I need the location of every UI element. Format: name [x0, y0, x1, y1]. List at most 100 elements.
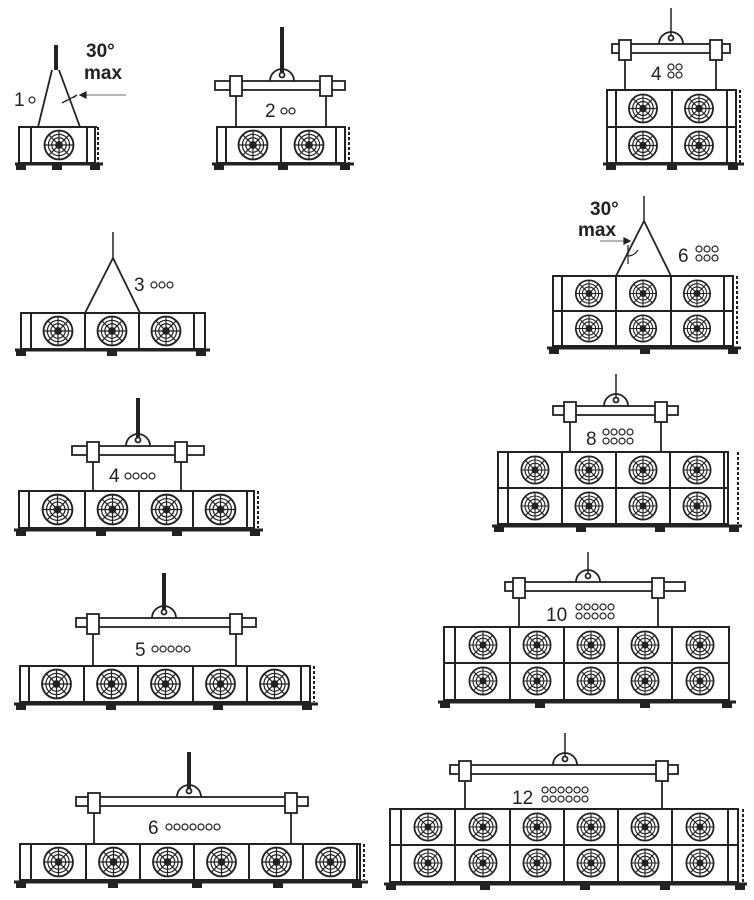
angle-value: 30°: [590, 199, 619, 220]
angle-value: 30°: [86, 41, 115, 62]
unit-body: [18, 490, 259, 529]
fan-icon: [682, 314, 712, 343]
fan-count-dots: [165, 823, 221, 831]
unit-body: [443, 626, 730, 701]
fan-count-dots: [575, 603, 615, 620]
unit-base: [212, 162, 354, 170]
fan-icon: [576, 630, 606, 660]
config-6-stacked: 30° max 6: [547, 196, 741, 354]
config-5: 5: [14, 573, 318, 710]
fan-icon: [43, 129, 75, 161]
fan-icon: [522, 666, 552, 696]
unit-base: [603, 162, 744, 170]
config-8: 8: [492, 374, 742, 532]
fan-icon: [96, 493, 129, 526]
fan-count-dots: [280, 107, 296, 115]
config-number: 2: [265, 101, 276, 122]
lifting-sling: [37, 45, 81, 128]
angle-max: max: [578, 220, 616, 241]
unit-base: [15, 162, 103, 170]
fan-count-dots: [667, 63, 683, 79]
config-number: 6: [678, 246, 689, 267]
fan-icon: [520, 455, 550, 485]
fan-icon: [628, 314, 658, 343]
fan-icon: [685, 812, 715, 842]
angle-marker: [600, 237, 639, 264]
unit-body: [606, 89, 741, 164]
fan-icon: [41, 668, 72, 700]
fan-icon: [468, 630, 498, 660]
fan-icon: [468, 812, 498, 842]
spreader-beam: [449, 733, 679, 809]
fan-icon: [630, 630, 660, 660]
config-4-row: 4: [14, 398, 263, 536]
fan-icon: [685, 848, 715, 878]
fan-icon: [522, 630, 552, 660]
config-6-row: 6: [14, 752, 368, 888]
fan-icon: [628, 279, 658, 308]
fan-icon: [96, 668, 127, 700]
fan-icon: [468, 848, 498, 878]
fan-count-dots: [150, 281, 174, 289]
fan-icon: [237, 129, 269, 161]
config-3: 3: [15, 232, 210, 356]
lifting-sling: [615, 196, 672, 277]
config-number: 4: [109, 466, 120, 487]
fan-icon: [42, 315, 74, 347]
fan-count-dots: [695, 245, 719, 262]
fan-icon: [150, 493, 183, 526]
angle-marker: [61, 91, 126, 104]
spreader-beam: [214, 27, 346, 127]
fan-icon: [574, 455, 604, 485]
fan-count-dots: [28, 96, 36, 104]
fan-count-dots: [124, 472, 156, 480]
config-2: 2: [212, 27, 354, 170]
fan-icon: [315, 846, 346, 878]
fan-icon: [574, 279, 604, 308]
fan-icon: [630, 848, 660, 878]
unit-base: [492, 524, 742, 532]
spreader-beam: [71, 398, 205, 491]
fan-icon: [627, 130, 659, 161]
fan-icon: [682, 455, 712, 485]
fan-icon: [259, 668, 290, 700]
fan-icon: [682, 279, 712, 308]
spreader-beam: [552, 374, 679, 452]
config-number: 4: [651, 64, 662, 85]
config-number: 6: [148, 818, 159, 839]
unit-base: [384, 882, 747, 890]
config-number: 12: [512, 788, 533, 809]
config-number: 10: [546, 605, 567, 626]
spreader-beam: [75, 752, 309, 844]
fan-icon: [685, 630, 715, 660]
fan-icon: [205, 668, 236, 700]
fan-icon: [628, 491, 658, 521]
fan-icon: [522, 848, 552, 878]
fan-count-dots: [151, 645, 191, 653]
fan-icon: [206, 846, 237, 878]
fan-icon: [682, 491, 712, 521]
unit-body: [19, 665, 315, 703]
fan-icon: [293, 129, 325, 161]
fan-icon: [468, 666, 498, 696]
unit-body: [19, 843, 365, 881]
fan-icon: [574, 314, 604, 343]
fan-icon: [150, 315, 182, 347]
unit-base: [547, 346, 741, 354]
config-number: 8: [586, 429, 597, 450]
fan-icon: [413, 848, 443, 878]
angle-max: max: [84, 63, 122, 84]
unit-body: [389, 808, 744, 883]
spreader-beam: [75, 573, 257, 666]
unit-base: [14, 880, 368, 888]
fan-icon: [683, 93, 715, 124]
config-10: 10: [438, 552, 736, 708]
fan-icon: [630, 812, 660, 842]
fan-count-dots: [541, 786, 589, 803]
config-number: 3: [134, 275, 145, 296]
fan-icon: [204, 493, 237, 526]
config-12: 12: [384, 733, 747, 890]
fan-icon: [522, 812, 552, 842]
unit-body: [552, 275, 738, 347]
